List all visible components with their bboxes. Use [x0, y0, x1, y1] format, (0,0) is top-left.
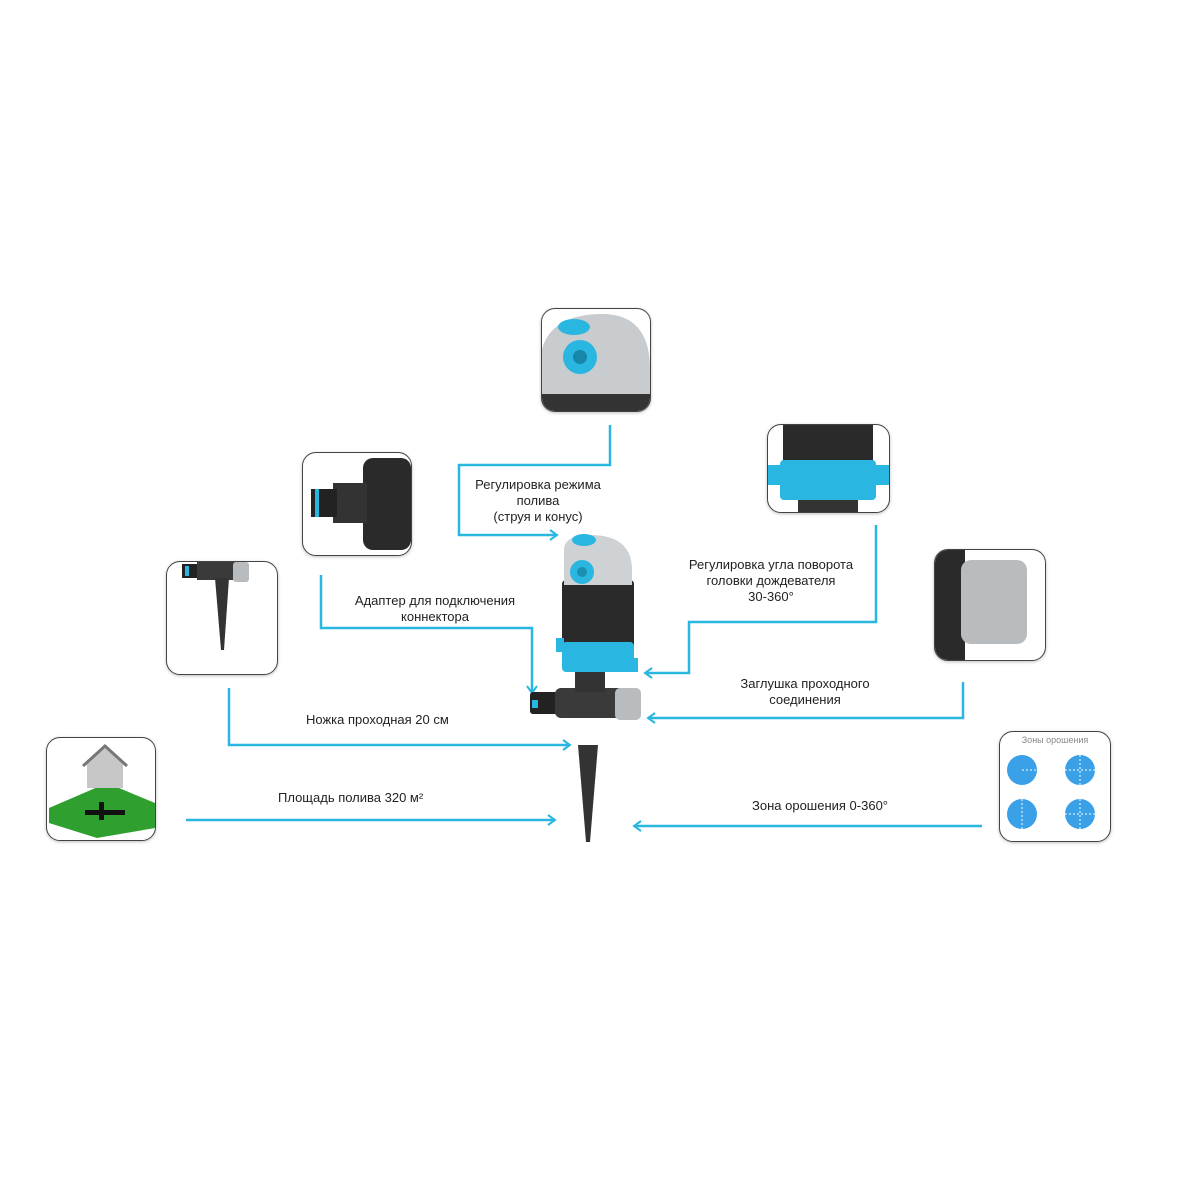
- label-mode: Регулировка режима полива (струя и конус…: [438, 477, 638, 525]
- thumb-angle-ring: [767, 424, 890, 513]
- label-leg: Ножка проходная 20 см: [306, 712, 449, 727]
- label-adapter: Адаптер для подключения коннектора: [335, 593, 535, 625]
- zones-thumb-title: Зоны орошения: [1021, 735, 1089, 745]
- label-zone: Зона орошения 0-360°: [752, 798, 888, 813]
- thumb-mode-head: [541, 308, 651, 412]
- label-angle-line: головки дождевателя: [706, 573, 836, 588]
- label-adapter-line: Адаптер для подключения: [354, 593, 516, 608]
- label-angle-line: Регулировка угла поворота: [688, 557, 854, 572]
- thumb-zones: Зоны орошения: [999, 731, 1111, 842]
- sprinkler-image: [530, 534, 641, 842]
- line-adapter: [319, 575, 538, 695]
- label-mode-line: Регулировка режима: [475, 477, 601, 492]
- thumb-plug: [934, 549, 1046, 661]
- label-plug-line: Заглушка проходного: [740, 676, 870, 691]
- label-mode-line: полива: [516, 493, 560, 508]
- label-mode-line: (струя и конус): [493, 509, 583, 524]
- label-angle: Регулировка угла поворота головки дождев…: [661, 557, 881, 605]
- line-mode: [457, 425, 612, 541]
- line-plug: [646, 682, 965, 724]
- thumb-leg: [166, 561, 278, 675]
- thumb-area-house: [46, 737, 156, 841]
- line-leg: [227, 688, 572, 751]
- label-angle-line: 30-360°: [748, 589, 794, 604]
- label-area: Площадь полива 320 м²: [278, 790, 424, 805]
- label-plug-line: соединения: [769, 692, 841, 707]
- label-plug: Заглушка проходного соединения: [705, 676, 905, 708]
- thumb-adapter: [302, 452, 412, 556]
- line-angle: [643, 525, 878, 679]
- label-adapter-line: коннектора: [401, 609, 469, 624]
